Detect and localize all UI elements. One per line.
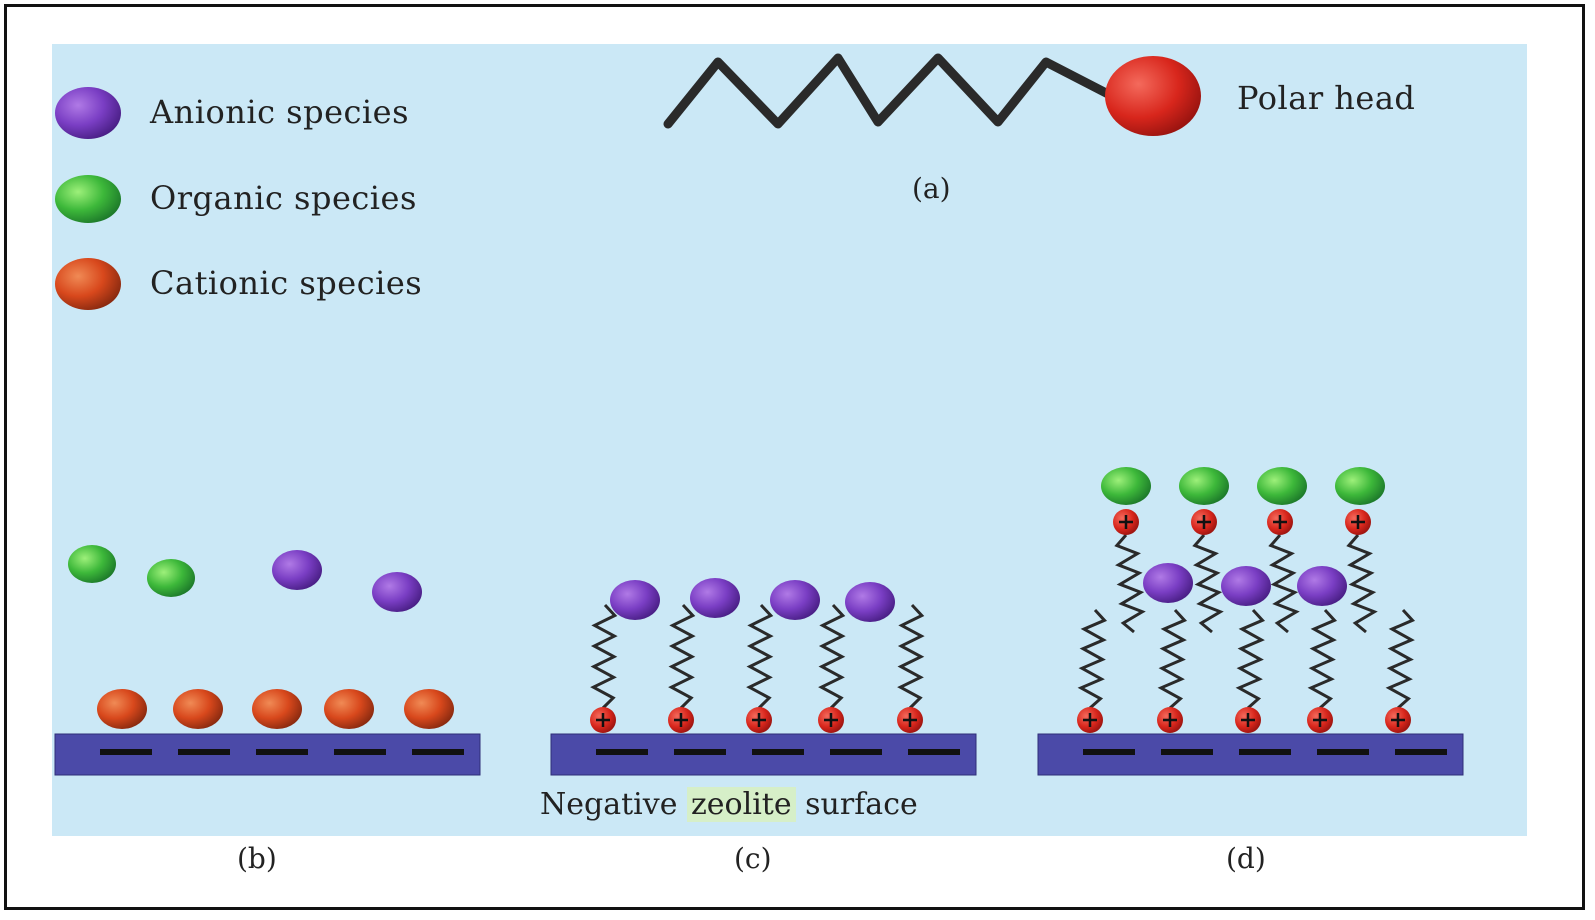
minus-icon bbox=[830, 749, 882, 755]
minus-icon bbox=[334, 749, 386, 755]
anionic-sphere bbox=[272, 550, 322, 590]
anionic-sphere bbox=[55, 87, 121, 139]
positive-charge-head bbox=[668, 707, 694, 733]
caption-c: (c) bbox=[734, 842, 772, 875]
plus-icon bbox=[1083, 713, 1097, 727]
alkyl-chain bbox=[1346, 534, 1378, 634]
caption-b: (b) bbox=[237, 842, 277, 875]
positive-charge-head bbox=[1385, 707, 1411, 733]
organic-sphere bbox=[1335, 467, 1385, 505]
zeolite-surface-c bbox=[550, 733, 977, 776]
plus-icon bbox=[1313, 713, 1327, 727]
alkyl-chain bbox=[1268, 534, 1300, 634]
alkyl-chain bbox=[897, 603, 925, 710]
minus-icon bbox=[752, 749, 804, 755]
minus-icon bbox=[256, 749, 308, 755]
alkyl-chain bbox=[818, 603, 846, 710]
organic-sphere bbox=[1257, 467, 1307, 505]
surfactant-tail bbox=[663, 53, 1115, 129]
plus-icon bbox=[674, 713, 688, 727]
plus-icon bbox=[1119, 515, 1133, 529]
zeolite-surface-d bbox=[1037, 733, 1464, 776]
alkyl-chain bbox=[1192, 534, 1224, 634]
minus-icon bbox=[100, 749, 152, 755]
cationic-sphere bbox=[324, 689, 374, 729]
cationic-sphere bbox=[97, 689, 147, 729]
legend-cationic-label: Cationic species bbox=[150, 264, 423, 302]
alkyl-chain bbox=[1385, 608, 1416, 710]
organic-sphere bbox=[55, 175, 121, 223]
positive-charge-head bbox=[746, 707, 772, 733]
organic-sphere bbox=[68, 545, 116, 583]
anionic-sphere bbox=[770, 580, 820, 620]
positive-charge-head bbox=[1077, 707, 1103, 733]
alkyl-chain bbox=[668, 603, 696, 710]
plus-icon bbox=[1273, 515, 1287, 529]
anionic-sphere bbox=[1297, 566, 1347, 606]
anionic-sphere bbox=[690, 578, 740, 618]
positive-charge-head bbox=[1345, 509, 1371, 535]
minus-icon bbox=[412, 749, 464, 755]
positive-charge-head bbox=[818, 707, 844, 733]
alkyl-chain bbox=[1307, 608, 1338, 710]
positive-charge-head bbox=[1191, 509, 1217, 535]
alkyl-chain bbox=[1114, 534, 1146, 634]
alkyl-chain bbox=[1157, 608, 1188, 710]
minus-icon bbox=[1317, 749, 1369, 755]
surface-label-prefix: Negative bbox=[540, 787, 687, 822]
caption-a: (a) bbox=[912, 172, 951, 205]
legend-anionic-label: Anionic species bbox=[150, 93, 410, 131]
plus-icon bbox=[824, 713, 838, 727]
surface-label-suffix: surface bbox=[795, 787, 918, 822]
surface-label-highlight: zeolite bbox=[686, 787, 796, 822]
minus-icon bbox=[596, 749, 648, 755]
positive-charge-head bbox=[590, 707, 616, 733]
cationic-sphere bbox=[404, 689, 454, 729]
polar-head-sphere bbox=[1105, 56, 1201, 136]
anionic-sphere bbox=[610, 580, 660, 620]
plus-icon bbox=[752, 713, 766, 727]
plus-icon bbox=[1197, 515, 1211, 529]
legend-organic-label: Organic species bbox=[150, 179, 417, 217]
alkyl-chain bbox=[746, 603, 774, 710]
anionic-sphere bbox=[845, 582, 895, 622]
minus-icon bbox=[1083, 749, 1135, 755]
positive-charge-head bbox=[897, 707, 923, 733]
organic-sphere bbox=[1101, 467, 1151, 505]
positive-charge-head bbox=[1307, 707, 1333, 733]
anionic-sphere bbox=[372, 572, 422, 612]
plus-icon bbox=[596, 713, 610, 727]
positive-charge-head bbox=[1235, 707, 1261, 733]
positive-charge-head bbox=[1157, 707, 1183, 733]
positive-charge-head bbox=[1113, 509, 1139, 535]
anionic-sphere bbox=[1143, 563, 1193, 603]
alkyl-chain bbox=[590, 603, 618, 710]
plus-icon bbox=[1163, 713, 1177, 727]
minus-icon bbox=[178, 749, 230, 755]
minus-icon bbox=[1161, 749, 1213, 755]
minus-icon bbox=[1239, 749, 1291, 755]
surface-label: Negative zeolite surface bbox=[540, 787, 918, 822]
plus-icon bbox=[1351, 515, 1365, 529]
anionic-sphere bbox=[1221, 566, 1271, 606]
organic-sphere bbox=[147, 559, 195, 597]
cationic-sphere bbox=[173, 689, 223, 729]
plus-icon bbox=[1391, 713, 1405, 727]
cationic-sphere bbox=[55, 258, 121, 310]
alkyl-chain bbox=[1077, 608, 1108, 710]
organic-sphere bbox=[1179, 467, 1229, 505]
cationic-sphere bbox=[252, 689, 302, 729]
minus-icon bbox=[674, 749, 726, 755]
minus-icon bbox=[908, 749, 960, 755]
caption-d: (d) bbox=[1226, 842, 1266, 875]
plus-icon bbox=[903, 713, 917, 727]
plus-icon bbox=[1241, 713, 1255, 727]
positive-charge-head bbox=[1267, 509, 1293, 535]
zeolite-surface-b bbox=[54, 733, 481, 776]
alkyl-chain bbox=[1235, 608, 1266, 710]
minus-icon bbox=[1395, 749, 1447, 755]
polar-head-label: Polar head bbox=[1237, 79, 1416, 117]
